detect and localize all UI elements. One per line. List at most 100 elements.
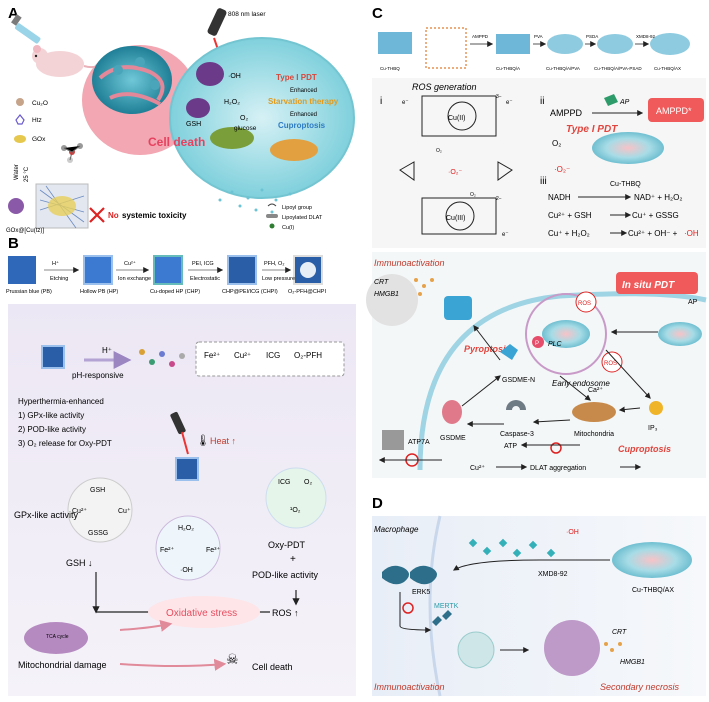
ap-label: AP [619, 99, 630, 106]
o2-small-2: O₂ [470, 192, 476, 198]
legend-gox: GOx [32, 136, 46, 143]
ros-title: ROS generation [412, 82, 477, 92]
step-hplus: H⁺ [52, 260, 59, 267]
type1-pdt-c: Type I PDT [566, 124, 618, 135]
panel-b: B H⁺ Etching Cu²⁺ Ion exchange PEI, ICG … [6, 235, 356, 696]
oxy-pdt-label: Oxy-PDT [268, 540, 306, 550]
nanoparticle-icon [196, 62, 224, 86]
key-lipoyl: Lipoyl group [282, 205, 312, 211]
superoxide-center: ·O₂⁻ [448, 169, 462, 176]
hyperthermia-title: Hyperthermia-enhanced [18, 397, 104, 406]
heat-label: Heat ↑ [210, 436, 236, 446]
panel-a-letter: A [8, 5, 19, 22]
eq3-left: Cu⁺ + H₂O₂ [548, 229, 590, 238]
molecule-cluster-icon [61, 143, 83, 163]
released-dots [139, 349, 185, 367]
hyper-item-1: 1) GPx-like activity [18, 411, 84, 420]
legend-htz: Htz [32, 117, 42, 124]
toxicity-label: systemic toxicity [122, 211, 187, 220]
label-cu-thbq-ax: Cu-THBQ/AX [654, 66, 681, 71]
pyroptosis-label: Pyroptosis [464, 344, 511, 354]
atp-label: ATP [504, 443, 517, 450]
panel-c-letter: C [372, 5, 383, 22]
oxy-pdt-circle [265, 467, 327, 529]
crt-d: CRT [612, 629, 627, 636]
tca-label: TCA cycle [46, 634, 69, 640]
mitochondria-c-icon [572, 402, 616, 422]
particle-label: GOx@[Cu(tz)] [6, 228, 44, 234]
oxy-icg: ICG [278, 479, 290, 486]
panel-c: C AMPPD PVA PSDA XMD8-92 Cu-THBQ Cu-THBQ… [366, 5, 707, 478]
hmgb1-d: HMGB1 [620, 659, 645, 666]
product-chpi: CHP@PEI/ICG (CHPI) [222, 289, 278, 295]
plus-sign: + [290, 554, 296, 565]
ca-label: Ca²⁺ [588, 386, 603, 394]
chp-cube-icon [153, 255, 183, 285]
cu2-center: Cu(II) [448, 115, 466, 122]
o2pfh-core-icon [300, 262, 316, 278]
cu-thbq-a-pva-psad-icon [597, 34, 633, 54]
cuproptosis-c-label: Cuproptosis [618, 444, 671, 454]
eq3-oh: ·OH [684, 229, 699, 238]
cu-thbq-a-icon [496, 34, 530, 54]
gpx-cu1: Cu⁺ [118, 507, 131, 515]
oxidative-stress-label: Oxidative stress [166, 608, 237, 619]
oh-d: ·OH [566, 529, 579, 536]
panel-a: A Cu₂O Htz [6, 5, 355, 234]
mitochondria-c-label: Mitochondria [574, 431, 614, 438]
ph-responsive-label: pH-responsive [72, 371, 124, 380]
step-etching: Etching [50, 276, 68, 282]
pod-like-label: POD-like activity [252, 570, 319, 580]
o2-label: O₂ [240, 115, 248, 122]
oxy-o2: O₂ [304, 479, 312, 486]
gox-particle: GOx@[Cu(tz)] [6, 183, 89, 234]
syringe-icon [11, 14, 41, 44]
gpx-gsh: GSH [90, 487, 105, 494]
ap-enzyme-icon [604, 94, 618, 106]
step-cu: Cu²⁺ [124, 260, 136, 267]
pod-oh: ·OH [180, 567, 193, 574]
cuproptosis-label: Cuproptosis [278, 121, 326, 130]
gpx-cu2: Cu²⁺ [72, 507, 87, 515]
cu-thbq-ax-nanosheet [612, 542, 692, 578]
mitochondria-icon [24, 622, 88, 654]
p-label: P [535, 341, 539, 347]
thermometer-icon: 🌡 [196, 434, 210, 447]
htz-icon [15, 114, 25, 125]
gpx-gssg: GSSG [88, 530, 108, 537]
label-cu-thbq-a-pva-psad: Cu-THBQ/A/PVA-PSAD [594, 66, 642, 71]
mito-damage-label: Mitochondrial damage [18, 660, 107, 670]
panel-d: D Macrophage ·OH Cu-THBQ/AX XMD8-92 ERK5… [372, 495, 706, 697]
cu-thbq-ax-icon [650, 33, 690, 55]
step-pva: PVA [534, 34, 543, 39]
panel-a-legend: Cu₂O Htz GOx Water 25 °C [14, 98, 48, 182]
endosome-nanosheet-icon [542, 320, 590, 348]
cu2-out-label: Cu²⁺ [470, 464, 485, 472]
cu-ring-structure: Cu(II) Cu(III) ·O₂⁻ O₂ O₂ e⁻ e⁻ e⁻ 3− 2− [399, 94, 513, 238]
pod-h2o2: H₂O₂ [178, 525, 194, 532]
panel-d-letter: D [372, 495, 383, 512]
immuno-d: Immunoactivation [374, 682, 445, 692]
roman-iii: iii [540, 176, 547, 187]
mertk-receptor-icon [432, 610, 452, 626]
gsdme-n-icon [500, 344, 518, 360]
ap-label-2: AP [688, 299, 698, 306]
type1-pdt-label: Type I PDT [276, 73, 317, 82]
key-cu1: Cu(I) [282, 225, 294, 231]
legend-cu2o: Cu₂O [32, 100, 48, 107]
o2-small-1: O₂ [436, 148, 442, 154]
eq2-right: Cu⁺ + GSSG [632, 211, 679, 220]
eminus-1: e⁻ [402, 100, 409, 106]
inhibit-icon-2 [550, 442, 562, 454]
nanoparticle-icon [186, 98, 210, 118]
erk5-label: ERK5 [412, 589, 430, 596]
damp-dots [414, 278, 434, 296]
hplus-label: H⁺ [102, 346, 112, 355]
hyper-item-2: 2) POD-like activity [18, 425, 86, 434]
apoptotic-cell [457, 631, 495, 669]
starvation-label: Starvation therapy [268, 97, 339, 106]
in-situ-pdt-label: In situ PDT [622, 280, 675, 291]
ip3-label: IP₃ [648, 425, 658, 432]
eminus-3: e⁻ [502, 232, 509, 238]
